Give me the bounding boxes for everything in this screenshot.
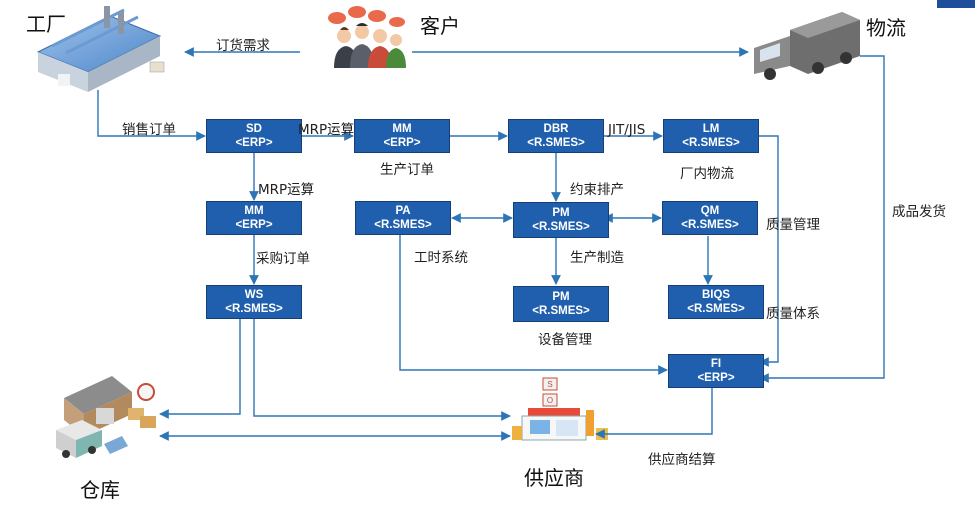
box-title: PM xyxy=(552,291,570,303)
corner-accent xyxy=(937,0,975,8)
box-system: <ERP> xyxy=(383,137,421,149)
supplier-label: 供应商 xyxy=(524,466,584,490)
label-purchase-order: 采购订单 xyxy=(256,251,310,267)
svg-text:S: S xyxy=(547,380,552,389)
label-order-demand: 订货需求 xyxy=(216,38,270,54)
box-system: <ERP> xyxy=(235,219,273,231)
box-title: SD xyxy=(246,123,262,135)
label-constrained-scheduling: 约束排产 xyxy=(570,182,624,198)
customer-group-icon xyxy=(328,6,406,68)
customer-label: 客户 xyxy=(420,14,460,38)
label-supplier-settlement: 供应商结算 xyxy=(648,452,716,468)
box-title: MM xyxy=(244,205,264,217)
box-system: <R.SMES> xyxy=(527,137,585,149)
mm-erp-box[interactable]: MM <ERP> xyxy=(354,119,450,153)
box-system: <R.SMES> xyxy=(225,303,283,315)
warehouse-icon xyxy=(56,376,156,458)
label-work-hour-system: 工时系统 xyxy=(414,250,468,266)
label-inplant-logistics: 厂内物流 xyxy=(680,166,734,182)
label-jit-jis: JIT/JIS xyxy=(608,122,646,138)
label-equipment-management: 设备管理 xyxy=(538,332,592,348)
box-system: <ERP> xyxy=(235,137,273,149)
arrow-pa-to-fi xyxy=(399,235,668,375)
box-system: <R.SMES> xyxy=(374,219,432,231)
factory-icon xyxy=(36,6,165,92)
arrow-sales-order xyxy=(97,90,206,141)
box-title: MM xyxy=(392,123,412,135)
qm-smes-box[interactable]: QM <R.SMES> xyxy=(662,201,758,235)
box-system: <R.SMES> xyxy=(682,137,740,149)
box-system: <R.SMES> xyxy=(681,219,739,231)
box-system: <R.SMES> xyxy=(532,305,590,317)
box-title: BIQS xyxy=(701,289,731,301)
label-quality-management: 质量管理 xyxy=(766,217,820,233)
label-manufacturing: 生产制造 xyxy=(570,250,624,266)
logistics-label: 物流 xyxy=(866,16,906,40)
ws-smes-box[interactable]: WS <R.SMES> xyxy=(206,285,302,319)
arrow-ws-to-warehouse xyxy=(159,318,241,419)
box-title: FI xyxy=(710,358,722,370)
warehouse-label: 仓库 xyxy=(80,478,120,502)
label-quality-system: 质量体系 xyxy=(766,306,820,322)
shop-icon: S O xyxy=(512,377,608,441)
box-title: QM xyxy=(700,205,720,217)
factory-label: 工厂 xyxy=(26,12,66,36)
svg-text:O: O xyxy=(547,396,553,405)
pm-equipment-box[interactable]: PM <R.SMES> xyxy=(513,286,609,322)
box-title: PA xyxy=(395,205,411,217)
pm-manufacturing-box[interactable]: PM <R.SMES> xyxy=(513,202,609,238)
label-mrp-run-2: MRP运算 xyxy=(258,182,315,198)
arrow-ws-to-supplier xyxy=(253,318,511,421)
box-title: WS xyxy=(244,289,264,301)
truck-icon xyxy=(754,12,860,80)
box-title: LM xyxy=(702,123,720,135)
box-system: <R.SMES> xyxy=(532,221,590,233)
arrow-lm-to-fi xyxy=(758,135,779,367)
biqs-smes-box[interactable]: BIQS <R.SMES> xyxy=(668,285,764,319)
box-title: PM xyxy=(552,207,570,219)
fi-erp-box[interactable]: FI <ERP> xyxy=(668,354,764,388)
box-system: <R.SMES> xyxy=(687,303,745,315)
label-finished-shipping: 成品发货 xyxy=(892,204,946,220)
box-title: DBR xyxy=(543,123,569,135)
label-mrp-run-1: MRP运算 xyxy=(298,122,355,138)
arrow-logistics-to-fi xyxy=(759,55,885,383)
dbr-smes-box[interactable]: DBR <R.SMES> xyxy=(508,119,604,153)
label-sales-order: 销售订单 xyxy=(122,122,176,138)
label-production-order: 生产订单 xyxy=(380,162,434,178)
lm-smes-box[interactable]: LM <R.SMES> xyxy=(663,119,759,153)
box-system: <ERP> xyxy=(697,372,735,384)
pa-smes-box[interactable]: PA <R.SMES> xyxy=(355,201,451,235)
arrow-fi-to-supplier xyxy=(595,388,713,439)
mm-purchase-erp-box[interactable]: MM <ERP> xyxy=(206,201,302,235)
sd-erp-box[interactable]: SD <ERP> xyxy=(206,119,302,153)
